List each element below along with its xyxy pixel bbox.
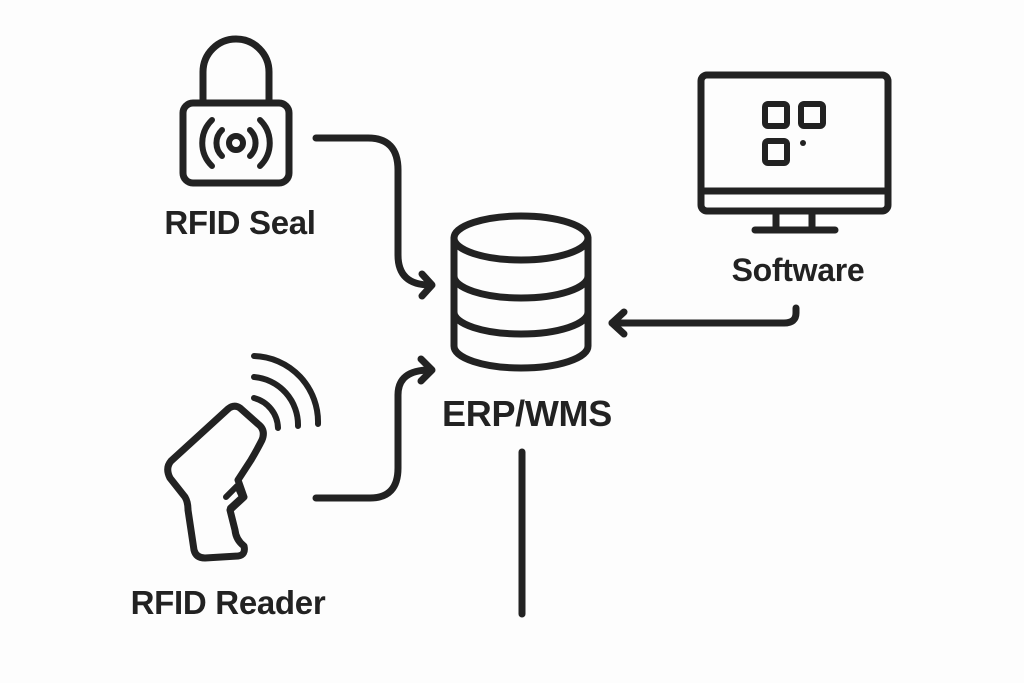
monitor-app-icon — [697, 71, 892, 234]
arrow-reader-to-erp — [312, 355, 436, 502]
rfid-seal-label: RFID Seal — [164, 204, 316, 241]
arrow-software-to-erp — [608, 304, 800, 338]
erp-wms-label: ERP/WMS — [442, 393, 612, 434]
software-label: Software — [731, 252, 865, 288]
rfid-scanner-icon — [164, 353, 322, 562]
padlock-rfid-icon — [179, 35, 293, 187]
rfid-reader-label: RFID Reader — [130, 584, 326, 621]
arrow-seal-to-erp — [312, 134, 436, 300]
database-icon — [450, 212, 592, 372]
